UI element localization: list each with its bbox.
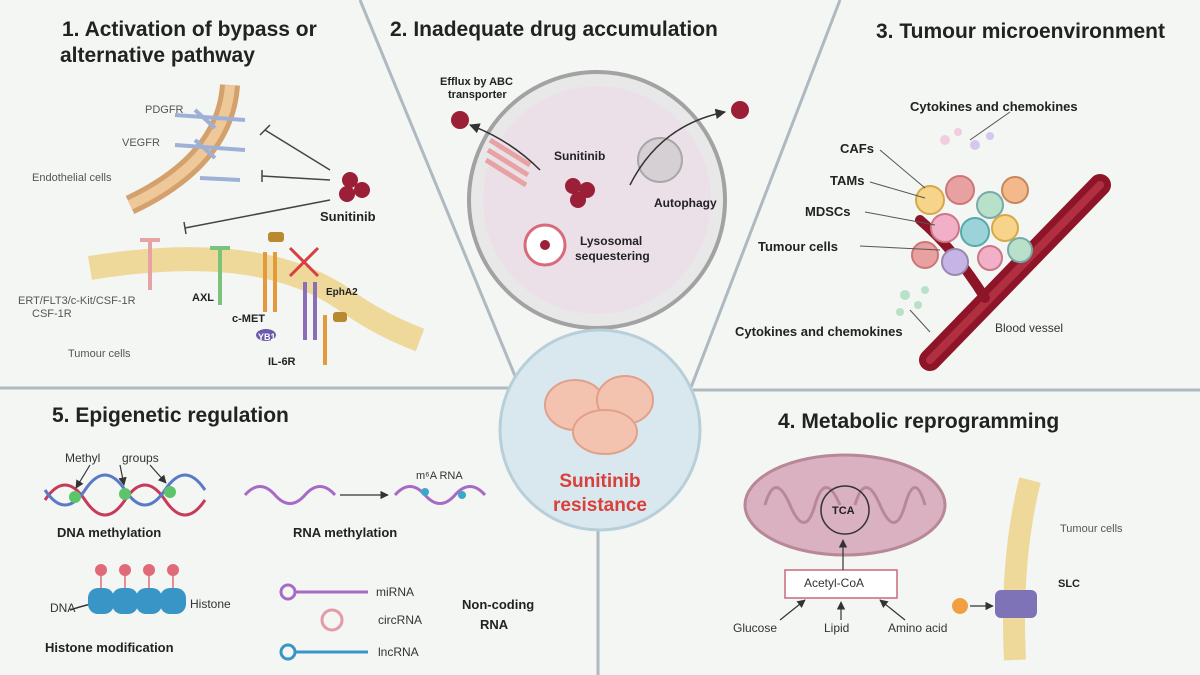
histone-modification-label: Histone modification bbox=[45, 640, 174, 655]
panel1-title-line2: alternative pathway bbox=[60, 44, 255, 67]
noncoding-rna-icons bbox=[279, 583, 368, 661]
panel5-title: 5. Epigenetic regulation bbox=[52, 404, 289, 427]
endothelial-label: Endothelial cells bbox=[32, 172, 112, 184]
cytokines-top-label: Cytokines and chemokines bbox=[910, 99, 1078, 114]
yb1-label: YB1 bbox=[258, 332, 276, 342]
rna-methylation-label: RNA methylation bbox=[293, 525, 398, 540]
dna-methylation-label: DNA methylation bbox=[57, 525, 162, 540]
noncoding-label-line2: RNA bbox=[480, 617, 509, 632]
tumour-membrane bbox=[88, 247, 425, 352]
pdgfr-label: PDGFR bbox=[145, 104, 184, 116]
blood-vessel-label: Blood vessel bbox=[995, 321, 1064, 335]
dna-label: DNA bbox=[50, 601, 76, 615]
lipid-label: Lipid bbox=[824, 621, 850, 635]
tumour-cells-label-p4: Tumour cells bbox=[1060, 523, 1123, 535]
slc-transporter-icon bbox=[995, 590, 1037, 618]
nucleosome-icon bbox=[69, 564, 186, 614]
center-label-line1: Sunitinib bbox=[559, 471, 641, 492]
panel2-title: 2. Inadequate drug accumulation bbox=[390, 18, 718, 41]
efflux-transporter-icon bbox=[484, 137, 532, 188]
rna-strand-icon bbox=[243, 485, 487, 505]
autophagy-label: Autophagy bbox=[654, 196, 717, 210]
autophagosome-icon bbox=[637, 137, 683, 183]
tumour-cells-label-p3: Tumour cells bbox=[758, 239, 838, 254]
lysosomal-label-line1: Lysosomal bbox=[580, 234, 643, 248]
ert-label: ERT/FLT3/c-Kit/CSF-1R bbox=[18, 295, 136, 307]
mirna-label: miRNA bbox=[376, 585, 414, 599]
endothelial-membrane bbox=[125, 84, 240, 215]
tumour-cell-cluster-icon bbox=[544, 375, 654, 455]
panel3-title: 3. Tumour microenvironment bbox=[876, 20, 1165, 43]
mdscs-label: MDSCs bbox=[805, 204, 851, 219]
center-label-line2: resistance bbox=[552, 495, 647, 516]
lysosome-icon bbox=[523, 223, 567, 267]
drug-molecule-icon bbox=[565, 178, 595, 208]
epha2-label: EphA2 bbox=[326, 287, 358, 298]
circrna-label: circRNA bbox=[378, 613, 422, 627]
methyl-markers bbox=[69, 486, 176, 503]
panel1-title-line1: 1. Activation of bypass or bbox=[62, 18, 317, 41]
cytokine-dots bbox=[896, 128, 994, 316]
tumour-membrane bbox=[1003, 477, 1041, 661]
axl-label: AXL bbox=[192, 292, 214, 304]
tca-cycle-icon bbox=[820, 485, 870, 535]
efflux-arrow bbox=[451, 111, 541, 171]
acetyl-coa-box bbox=[784, 569, 898, 599]
tams-label: TAMs bbox=[830, 173, 865, 188]
receptor-icon bbox=[174, 108, 246, 182]
m6a-label: m⁶A RNA bbox=[416, 470, 463, 482]
tumour-cell-cluster-icon bbox=[911, 175, 1033, 276]
csf-label: CSF-1R bbox=[32, 308, 72, 320]
methyl-label: Methyl bbox=[65, 451, 101, 465]
slc-label: SLC bbox=[1058, 578, 1080, 590]
acetyl-coa-label: Acetyl-CoA bbox=[804, 576, 865, 590]
metabolism-arrows bbox=[779, 539, 906, 621]
cytokines-bottom-label: Cytokines and chemokines bbox=[735, 324, 903, 339]
efflux-label-line2: transporter bbox=[448, 89, 507, 101]
ligand-icons bbox=[256, 232, 347, 341]
il6r-label: IL-6R bbox=[268, 356, 296, 368]
histone-label: Histone bbox=[190, 597, 231, 611]
amino-acid-label: Amino acid bbox=[888, 621, 948, 635]
amino-acid-icon bbox=[952, 598, 968, 614]
vegfr-label: VEGFR bbox=[122, 137, 160, 149]
sunitinib-label-p2: Sunitinib bbox=[554, 149, 606, 163]
m6a-markers bbox=[421, 488, 466, 499]
lysosomal-label-line2: sequestering bbox=[575, 249, 650, 263]
inhibition-lines bbox=[183, 124, 331, 235]
inhibitor-cross-icon bbox=[288, 246, 320, 278]
glucose-label: Glucose bbox=[733, 621, 778, 635]
sunitinib-label: Sunitinib bbox=[320, 209, 376, 224]
efflux-label-line1: Efflux by ABC bbox=[440, 76, 513, 88]
tumour-receptors bbox=[140, 238, 327, 365]
panel4-title: 4. Metabolic reprogramming bbox=[778, 410, 1060, 433]
tca-label: TCA bbox=[832, 505, 855, 517]
drug-molecule-icon bbox=[339, 172, 370, 202]
callout-lines bbox=[859, 111, 1011, 333]
tumour-cells-label-p1: Tumour cells bbox=[68, 348, 131, 360]
exit-arrow bbox=[629, 101, 749, 186]
cmet-label: c-MET bbox=[232, 313, 265, 325]
mitochondrion-icon bbox=[743, 453, 947, 557]
groups-label: groups bbox=[122, 451, 159, 465]
lncrna-label: lncRNA bbox=[378, 645, 419, 659]
cafs-label: CAFs bbox=[840, 141, 874, 156]
noncoding-label-line1: Non-coding bbox=[462, 597, 535, 612]
methyl-arrows bbox=[75, 464, 167, 489]
